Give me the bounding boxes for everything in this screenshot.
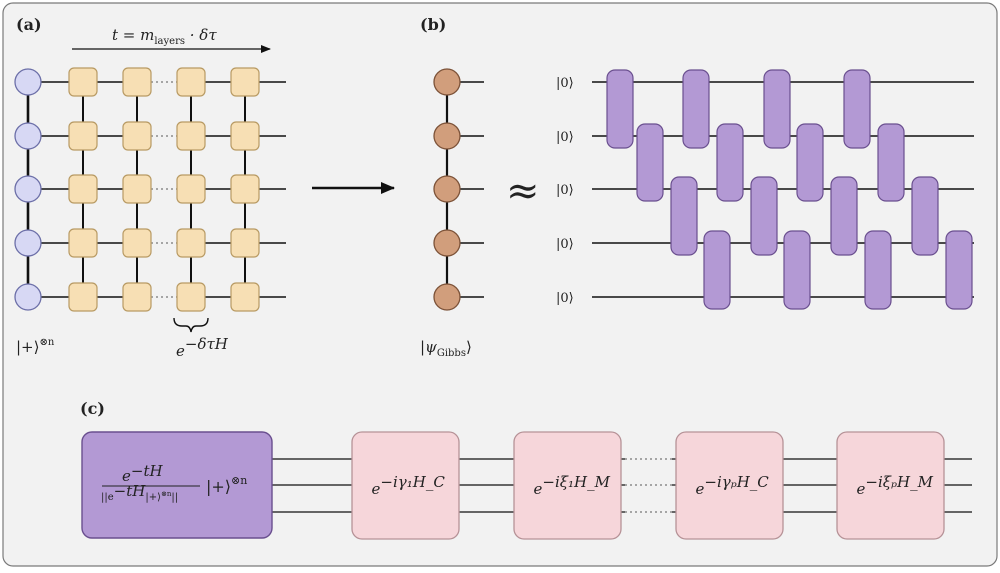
tensor-node: [176, 121, 206, 151]
unitary-gate-block: [513, 431, 622, 540]
mps-site-node: [433, 175, 461, 203]
tensor-node: [122, 121, 152, 151]
tensor-node: [122, 174, 152, 204]
unitary-gate-block: [836, 431, 945, 540]
initial-plus-node: [14, 175, 42, 203]
gate-label-base: e: [372, 480, 381, 498]
two-qubit-gate: [763, 69, 791, 149]
gate-label-exponent: −iξₚH_M: [865, 473, 933, 491]
two-qubit-gate: [670, 176, 698, 256]
state-prep-block: [81, 431, 273, 539]
two-qubit-gate: [783, 230, 811, 310]
tensor-node: [176, 228, 206, 258]
mps-chain: [433, 68, 484, 311]
two-qubit-gate: [796, 123, 824, 202]
zero-ket-label: |0⟩: [556, 237, 574, 252]
initial-plus-node: [14, 122, 42, 150]
panel-b: (b) |ψGibbs⟩ ≈ |0⟩ |0⟩ |0⟩ |0⟩ |0⟩: [420, 15, 974, 359]
two-qubit-gate: [703, 230, 731, 310]
mps-site-node: [433, 229, 461, 257]
unitary-gate-label: e−iξ₁H_M: [534, 473, 611, 498]
initial-state-label: |+⟩⊗n: [16, 337, 55, 356]
zero-ket-label: |0⟩: [556, 291, 574, 306]
time-label: t = mlayers · δτ: [112, 26, 217, 47]
unitary-gate-label: e−iξₚH_M: [857, 473, 934, 498]
tensor-node: [122, 282, 152, 312]
tensor-node: [122, 67, 152, 97]
tensor-node: [68, 121, 98, 151]
panel-a: (a) t = mlayers · δτ |+⟩⊗n e−δτH: [14, 15, 286, 360]
panel-b-label: (b): [420, 15, 446, 34]
gate-label-exponent: −iξ₁H_M: [542, 473, 610, 491]
tensor-node: [68, 174, 98, 204]
mps-site-node: [433, 68, 461, 96]
gibbs-state-label: |ψGibbs⟩: [420, 338, 472, 359]
gate-label-exponent: −iγₚH_C: [704, 473, 769, 491]
two-qubit-gate: [843, 69, 871, 149]
two-qubit-gate: [682, 69, 710, 149]
two-qubit-gate: [606, 69, 634, 149]
two-qubit-gate: [750, 176, 778, 256]
gate-label-exponent: −iγ₁H_C: [380, 473, 445, 491]
two-qubit-gate: [830, 176, 858, 256]
two-qubit-gate: [911, 176, 939, 256]
gate-label-base: e: [534, 480, 543, 498]
tensor-node: [68, 67, 98, 97]
two-qubit-gate: [945, 230, 973, 310]
tensor-node: [68, 282, 98, 312]
tensor-node: [230, 67, 260, 97]
panel-a-label: (a): [16, 15, 42, 34]
tensor-node: [230, 174, 260, 204]
mps-site-node: [433, 122, 461, 150]
tensor-node: [230, 121, 260, 151]
mps-site-node: [433, 283, 461, 311]
two-qubit-gate: [716, 123, 744, 202]
unitary-gate-block: [351, 431, 460, 540]
initial-plus-node: [14, 283, 42, 311]
tensor-node: [230, 282, 260, 312]
brickwall-circuit: |0⟩ |0⟩ |0⟩ |0⟩ |0⟩: [556, 69, 974, 310]
unitary-gate-label: e−iγ₁H_C: [372, 473, 446, 498]
gate-label-base: e: [857, 480, 866, 498]
prep-fraction-numerator: e−tH: [122, 462, 163, 485]
initial-plus-node: [14, 68, 42, 96]
two-qubit-gate: [636, 123, 664, 202]
zero-ket-label: |0⟩: [556, 130, 574, 145]
gate-label: e−δτH: [176, 335, 229, 360]
tensor-node: [176, 282, 206, 312]
tensor-node: [122, 228, 152, 258]
unitary-gate-label: e−iγₚH_C: [696, 473, 770, 498]
zero-ket-label: |0⟩: [556, 76, 574, 91]
unitary-gate-block: [675, 431, 784, 540]
gate-brace: [173, 317, 209, 333]
tensor-node: [176, 174, 206, 204]
prep-state-label: |+⟩⊗n: [206, 474, 247, 496]
gate-label-base: e: [696, 480, 705, 498]
tensor-node: [68, 228, 98, 258]
panel-c-label: (c): [80, 399, 105, 418]
two-qubit-gate: [864, 230, 892, 310]
approx-symbol: ≈: [506, 168, 540, 214]
tensor-network-grid: [14, 67, 286, 312]
tensor-node: [176, 67, 206, 97]
initial-plus-node: [14, 229, 42, 257]
zero-ket-label: |0⟩: [556, 183, 574, 198]
two-qubit-gate: [877, 123, 905, 202]
prep-fraction-denominator: ||e−tH|+⟩⊗n||: [101, 482, 178, 503]
tensor-node: [230, 228, 260, 258]
